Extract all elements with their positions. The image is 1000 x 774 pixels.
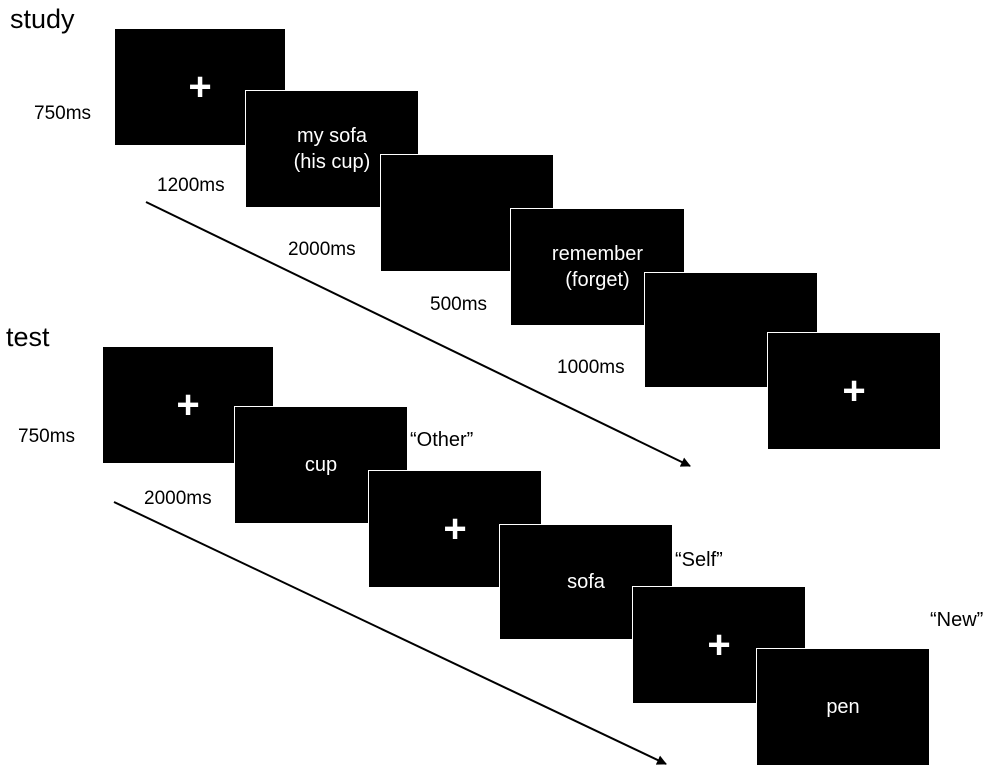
test-heading: test [6, 322, 50, 352]
study-encoding-text: my sofa (his cup) [293, 125, 371, 173]
study-cue-text: remember (forget) [551, 243, 644, 291]
test-probe1-screen: cup [234, 406, 408, 524]
test-fixation-duration: 750ms [18, 426, 76, 447]
fixation-cross-icon: + [707, 623, 731, 667]
study-encoding-screen: my sofa (his cup) [245, 90, 419, 208]
test-time-arrow [113, 501, 667, 765]
fixation-cross-icon: + [842, 369, 866, 413]
fixation-cross-icon: + [188, 65, 212, 109]
study-encoding-duration: 1200ms [157, 175, 225, 196]
study-cue-duration: 500ms [430, 294, 488, 315]
test-probe2-response: “Self” [675, 549, 723, 571]
study-end-fixation-screen: + [767, 332, 941, 450]
test-probe3-word: pen [826, 696, 860, 718]
study-iti-duration: 1000ms [557, 357, 625, 378]
test-probe1-word: cup [304, 454, 338, 476]
test-probe2-word: sofa [567, 571, 605, 593]
study-fixation-duration: 750ms [34, 103, 92, 124]
test-probe3-screen: pen [756, 648, 930, 766]
test-probe-duration: 2000ms [144, 488, 212, 509]
study-time-arrow [145, 201, 691, 467]
test-probe3-response: “New” [930, 609, 984, 631]
fixation-cross-icon: + [176, 383, 200, 427]
study-heading: study [10, 4, 75, 34]
test-fixation3-screen: + [632, 586, 806, 704]
fixation-cross-icon: + [443, 507, 467, 551]
study-blank-duration: 2000ms [288, 239, 356, 260]
test-probe1-response: “Other” [410, 429, 474, 451]
